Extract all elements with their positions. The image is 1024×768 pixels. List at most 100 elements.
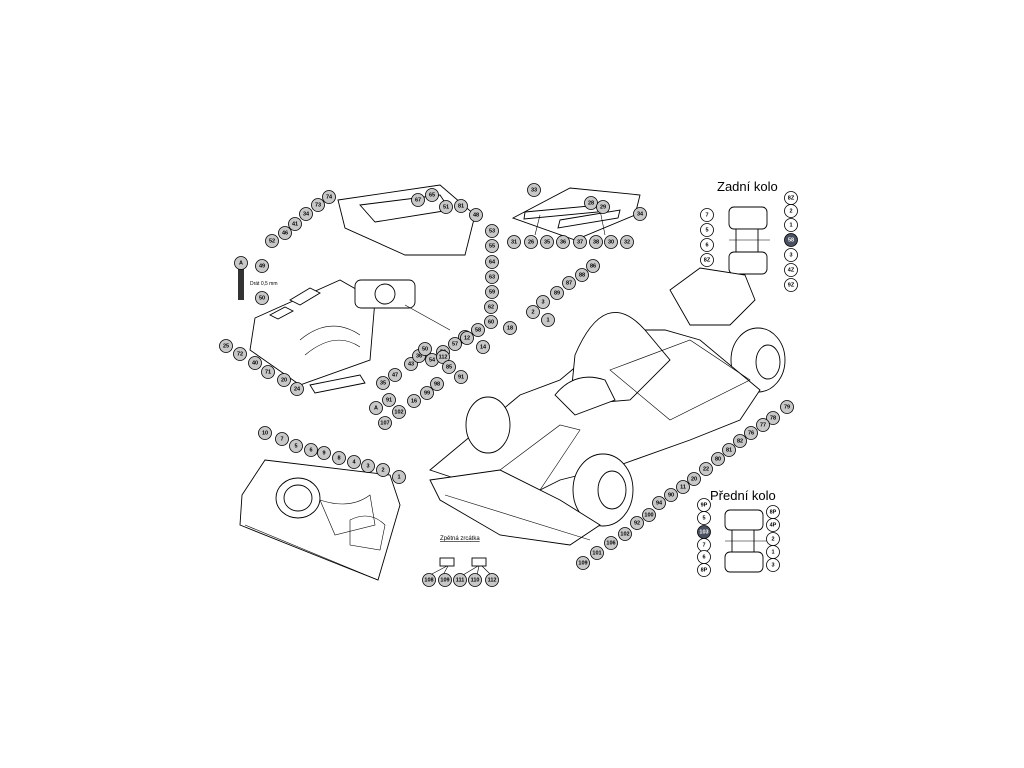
- svg-text:6: 6: [309, 447, 312, 453]
- svg-text:77: 77: [760, 422, 766, 428]
- callout-right-body-100: 100: [642, 508, 656, 522]
- svg-text:20: 20: [281, 377, 287, 383]
- svg-text:9P: 9P: [701, 502, 708, 508]
- callout-center-112: 112: [436, 350, 450, 364]
- svg-text:2: 2: [381, 467, 384, 473]
- svg-text:2: 2: [771, 536, 774, 542]
- svg-text:72: 72: [237, 351, 243, 357]
- callout-cockpit-5: 5: [289, 439, 303, 453]
- svg-text:8P: 8P: [770, 509, 777, 515]
- svg-text:101: 101: [592, 550, 601, 556]
- callout-rear-wheel-9Z: 9Z: [784, 278, 798, 292]
- svg-text:26: 26: [528, 239, 534, 245]
- callout-cockpit-9: 9: [317, 446, 331, 460]
- svg-text:29: 29: [600, 204, 606, 210]
- svg-text:6: 6: [705, 242, 708, 248]
- callout-center-12: 12: [460, 331, 474, 345]
- callout-center-107: 107: [378, 416, 392, 430]
- svg-text:31: 31: [511, 239, 517, 245]
- callout-engine-top-57: 57: [448, 337, 462, 351]
- svg-text:34: 34: [303, 211, 310, 217]
- svg-text:102: 102: [394, 409, 403, 415]
- callout-right-body-11: 11: [676, 480, 690, 494]
- svg-text:57: 57: [452, 341, 458, 347]
- mirrors-title: Zpětná zrcátka: [440, 536, 480, 542]
- callout-mirrors-111: 111: [453, 573, 467, 587]
- callout-engine-top-74: 74: [322, 190, 336, 204]
- svg-text:106: 106: [606, 540, 615, 546]
- callout-rear-wheel-5: 5: [700, 223, 714, 237]
- svg-text:1: 1: [546, 317, 549, 323]
- svg-text:50: 50: [259, 295, 265, 301]
- svg-text:112: 112: [488, 577, 497, 583]
- callout-engine-top-73: 73: [311, 198, 325, 212]
- callout-left-side-71: 71: [261, 365, 275, 379]
- cockpit-exploded: [239, 459, 401, 581]
- svg-text:33: 33: [531, 187, 537, 193]
- callout-right-body-79: 79: [780, 400, 794, 414]
- rear-wheel-hub: [735, 228, 759, 254]
- callout-mirrors-112: 112: [485, 573, 499, 587]
- svg-text:88: 88: [579, 272, 585, 278]
- callout-cockpit-8: 8: [332, 451, 346, 465]
- callout-right-body-90: 90: [664, 488, 678, 502]
- callout-right-body-82: 82: [733, 434, 747, 448]
- callout-center-3: 3: [536, 295, 550, 309]
- svg-text:60: 60: [488, 319, 494, 325]
- svg-text:11: 11: [680, 484, 686, 490]
- callout-front-wheel-4P: 4P: [766, 518, 780, 532]
- rear-wheel-detail: Zadní kolo: [717, 179, 778, 275]
- svg-text:7: 7: [280, 436, 283, 442]
- callout-front-wheel-8P: 8P: [697, 563, 711, 577]
- callout-rear-wheel-3: 3: [784, 248, 798, 262]
- svg-text:102: 102: [620, 531, 629, 537]
- rear-wing-exploded: [511, 187, 641, 241]
- svg-text:22: 22: [703, 466, 709, 472]
- callout-engine-top-52: 52: [265, 234, 279, 248]
- svg-text:10: 10: [262, 430, 268, 436]
- callout-center-102: 102: [392, 405, 406, 419]
- rear-wheel-lower-part: [728, 251, 768, 275]
- callout-front-wheel-6: 6: [697, 550, 711, 564]
- svg-text:36: 36: [416, 353, 422, 359]
- svg-text:99: 99: [424, 390, 430, 396]
- svg-text:4: 4: [352, 459, 356, 465]
- svg-text:37: 37: [577, 239, 583, 245]
- callout-cockpit-3: 3: [361, 459, 375, 473]
- svg-text:73: 73: [315, 202, 321, 208]
- callout-center-88: 88: [575, 268, 589, 282]
- rear-wheel-title: Zadní kolo: [717, 179, 778, 194]
- callout-rear-wheel-8Z: 8Z: [700, 253, 714, 267]
- callout-front-wheel-2: 2: [766, 532, 780, 546]
- svg-text:82: 82: [737, 438, 743, 444]
- svg-text:7: 7: [702, 542, 705, 548]
- callout-center-14: 14: [476, 340, 490, 354]
- svg-text:85: 85: [446, 364, 452, 370]
- callout-rear-wheel-1: 1: [784, 218, 798, 232]
- callout-center-99: 99: [420, 386, 434, 400]
- svg-text:14: 14: [480, 344, 487, 350]
- svg-text:110: 110: [471, 577, 480, 583]
- svg-text:87: 87: [566, 280, 572, 286]
- wire-note: Drát 0,5 mm: [250, 281, 278, 287]
- svg-text:108: 108: [424, 577, 433, 583]
- svg-text:59: 59: [489, 289, 495, 295]
- callout-cockpit-2: 2: [376, 463, 390, 477]
- callout-right-body-102: 102: [618, 527, 632, 541]
- callout-center-1: 1: [541, 313, 555, 327]
- svg-text:8Z: 8Z: [704, 257, 711, 263]
- callout-engine-top-48: 48: [469, 208, 483, 222]
- callout-engine-top-34: 34: [299, 207, 313, 221]
- svg-text:A: A: [239, 260, 243, 266]
- callout-left-side-49: 49: [255, 259, 269, 273]
- svg-text:94: 94: [656, 500, 663, 506]
- callout-left-side-72: 72: [233, 347, 247, 361]
- callout-engine-top-81: 81: [454, 199, 468, 213]
- callout-right-body-94: 94: [652, 496, 666, 510]
- callout-right-body-76: 76: [744, 426, 758, 440]
- rear-wheel-upper-part: [728, 206, 768, 230]
- svg-text:32: 32: [624, 239, 630, 245]
- callout-left-side-20: 20: [277, 373, 291, 387]
- svg-text:3: 3: [789, 252, 792, 258]
